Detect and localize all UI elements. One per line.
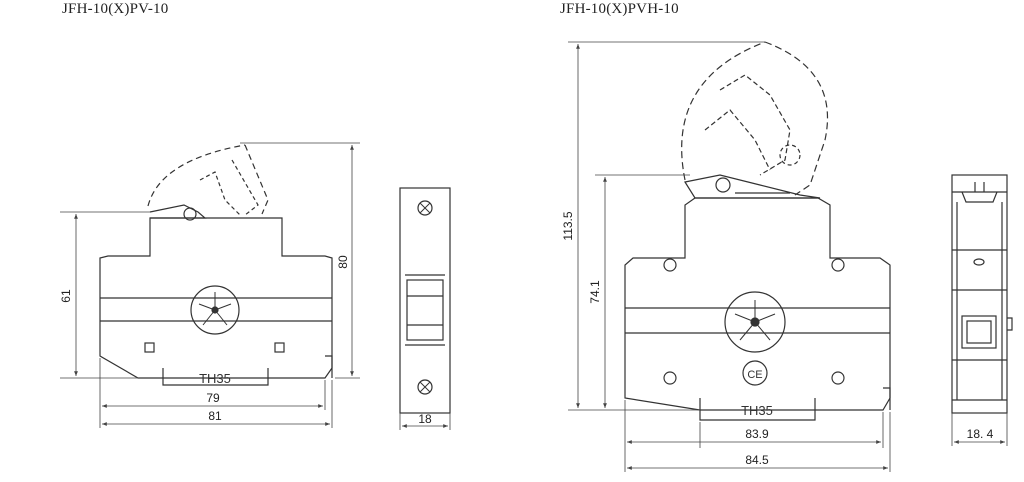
right-dim-width-outer: 84.5 [745, 453, 769, 467]
left-dim-side-width: 18 [418, 412, 432, 426]
left-rail-label: TH35 [199, 371, 231, 386]
left-dim-height-main: 61 [59, 289, 73, 303]
left-front-view [99, 144, 333, 386]
ce-mark: CE [747, 369, 762, 381]
right-dimension-lines [568, 41, 891, 472]
right-rail-label: TH35 [741, 403, 773, 418]
right-front-view [624, 41, 891, 421]
left-dim-width-outer: 81 [208, 409, 222, 423]
right-side-dimension [951, 413, 1008, 446]
left-dim-height-total: 80 [336, 255, 350, 269]
right-dim-height-total: 113.5 [561, 211, 575, 240]
right-dim-height-main: 74.1 [588, 280, 602, 304]
right-diagram-title: JFH-10(X)PVH-10 [560, 1, 679, 17]
left-dimension-lines [60, 142, 360, 428]
left-side-dimension [399, 413, 451, 430]
right-dim-side-width: 18. 4 [967, 427, 994, 441]
right-side-view [951, 174, 1013, 414]
left-side-view [399, 187, 451, 414]
left-dim-width-inner: 79 [206, 391, 220, 405]
left-diagram-title: JFH-10(X)PV-10 [62, 1, 169, 17]
right-dim-width-inner: 83.9 [745, 427, 769, 441]
